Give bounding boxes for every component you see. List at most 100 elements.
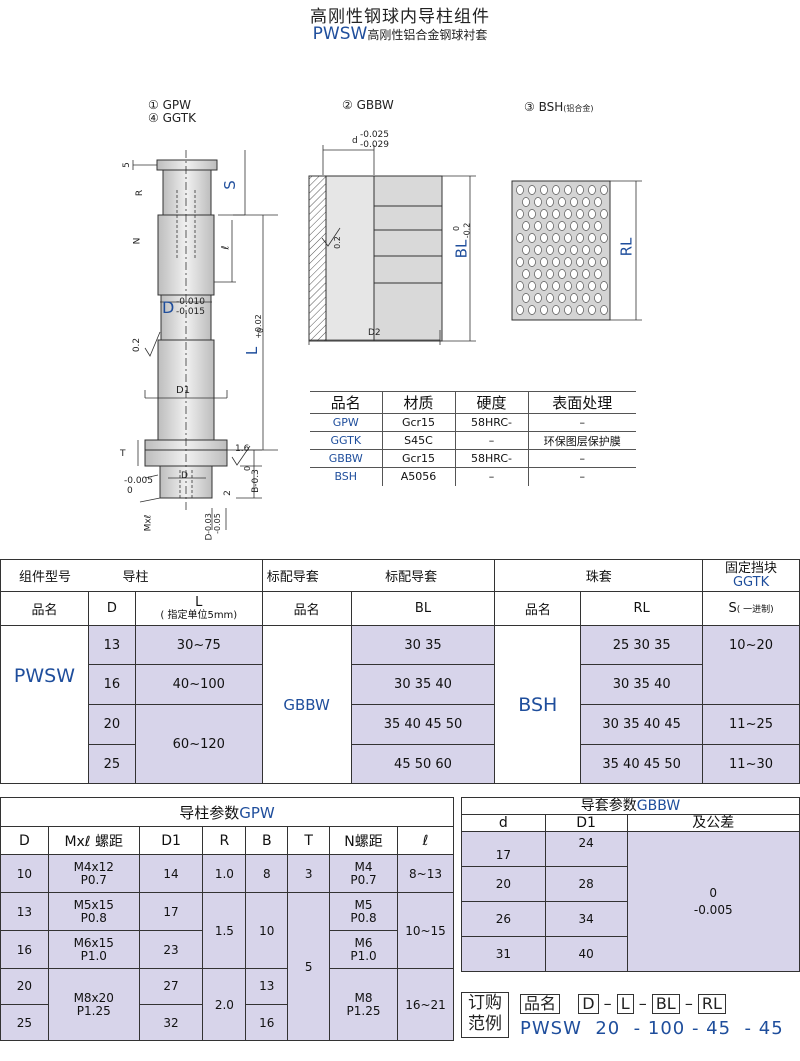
assembly-blank [0,704,89,784]
gpw-h-D1: D1 [138,826,204,855]
D-cell: 25 [87,744,136,784]
ball-hole [546,221,554,231]
sub-RL: RL [580,591,704,626]
gpw-M-pitch: P0.8 [80,910,107,925]
gpw-h-R: R [202,826,247,855]
ball-hole [522,245,530,255]
dim-rough1: 0.2 [132,337,143,353]
mat-cell: GPW [310,413,383,432]
dim-5: 5 [121,162,132,168]
gpw-D1: 14 [138,854,204,893]
dim-BL-tol1: 0 [452,225,462,232]
selection-table: 组件型号 导柱 标配导套 标配导套 珠套 固定挡块 GGTK 品名 D L ( … [0,559,800,784]
ball-hole [528,257,536,267]
hdr-assembly: 组件型号 [0,559,89,592]
ball-hole [564,233,572,243]
order-label-box: 订购 范例 [461,992,509,1038]
gpw-R: 2.0 [202,968,247,1041]
ball-hole [534,293,542,303]
order-example-value: PWSW 20 - 100 - 45 - 45 [520,1018,784,1039]
gpw-D1: 23 [138,930,204,969]
RL-cell: 35 40 45 50 [580,744,704,784]
dim-D2: D2 [368,328,381,338]
ball-hole [522,293,530,303]
gpw-h-D: D [0,826,49,855]
sub-name3: 品名 [494,591,582,626]
gbbw-D1: 28 [544,866,628,902]
ball-hole [528,281,536,291]
mat-header-surface: 表面处理 [528,391,636,414]
ball-hole [570,221,578,231]
ball-hole [516,233,524,243]
sub-S-note: ( 一进制) [736,605,774,615]
ball-hole [552,281,560,291]
gpw-B: 8 [245,854,289,893]
mat-cell: – [528,413,636,432]
ball-hole [582,245,590,255]
ball-hole [564,185,572,195]
L-cell: 30~75 [134,625,263,665]
ball-hole [516,257,524,267]
mat-cell: Gcr15 [382,449,456,468]
gbbw-D1: 34 [544,901,628,937]
gpw-R: 1.0 [202,854,247,893]
material-table: 品名 材质 硬度 表面处理 GPW Gcr15 58HRC- – GGTK S4… [310,391,636,486]
ball-hole [594,269,602,279]
order-field-L: L [616,994,634,1014]
hdr-stopper: 固定挡块 GGTK [702,559,800,592]
fig3-code: ③ BSH [524,100,564,114]
dim-2: 2 [222,490,233,496]
fig2-label: ② GBBW [342,98,394,112]
hdr-std-bush: 标配导套 [261,559,352,592]
gpw-N-size: M4 [354,859,373,874]
order-dash: – [603,994,612,1013]
gpw-N-size: M6 [354,935,373,950]
mat-cell: 环保图层保护膜 [528,431,636,450]
dim-B0: 0 [243,465,253,472]
table-row: 26 34 [461,901,800,937]
D-cell: 16 [87,664,136,705]
ball-hole [534,221,542,231]
hdr-std-bush2: 标配导套 [351,559,496,592]
ball-hole [516,281,524,291]
gbbw-tol: 0 -0.005 [626,831,800,972]
dim-D1: D1 [176,385,191,396]
S-cell: 11~30 [702,744,800,784]
gpw-D: 13 [0,892,49,931]
dim-L-tol-up: +0.02 [253,314,263,339]
ball-hole [534,245,542,255]
dim-R: R [135,189,146,197]
ball-hole [594,221,602,231]
mat-header-material: 材质 [382,391,456,414]
order-example: 订购 范例 品名 D – L – BL – RL PWSW 20 - 100 -… [461,992,800,1058]
ball-hole [564,281,572,291]
dim-d: d [352,136,358,146]
ball-hole [552,305,560,315]
dim-tol-005: -0.005 [124,476,154,486]
ball-hole [546,293,554,303]
gpw-D: 20 [0,968,49,1005]
ball-hole [594,245,602,255]
ball-hole [564,257,572,267]
gbbw-D1: 40 [544,936,628,972]
gpw-B: 16 [245,1004,289,1041]
ball-hole [600,257,608,267]
ball-hole [558,197,566,207]
BL-cell: 35 40 45 50 [350,704,496,745]
RL-cell: 25 30 35 [580,625,704,665]
gpw-M-pitch: P1.0 [80,948,107,963]
dim-ell: ℓ [220,245,232,250]
BL-cell: 30 35 [350,625,496,665]
fig3-note: (铝合金) [563,104,594,113]
order-dash: – [638,994,647,1013]
gpw-T: 3 [287,854,331,893]
gpw-N-pitch: P1.0 [350,948,377,963]
gpw-ell: 10~15 [396,892,455,969]
mat-cell: – [579,470,586,484]
gbbw-d: 20 [461,866,546,902]
guide-bush-params-table: 导套参数GBBW d D1 及公差 17 24 0 -0.005 20 28 2… [461,797,800,972]
ball-hole [534,269,542,279]
